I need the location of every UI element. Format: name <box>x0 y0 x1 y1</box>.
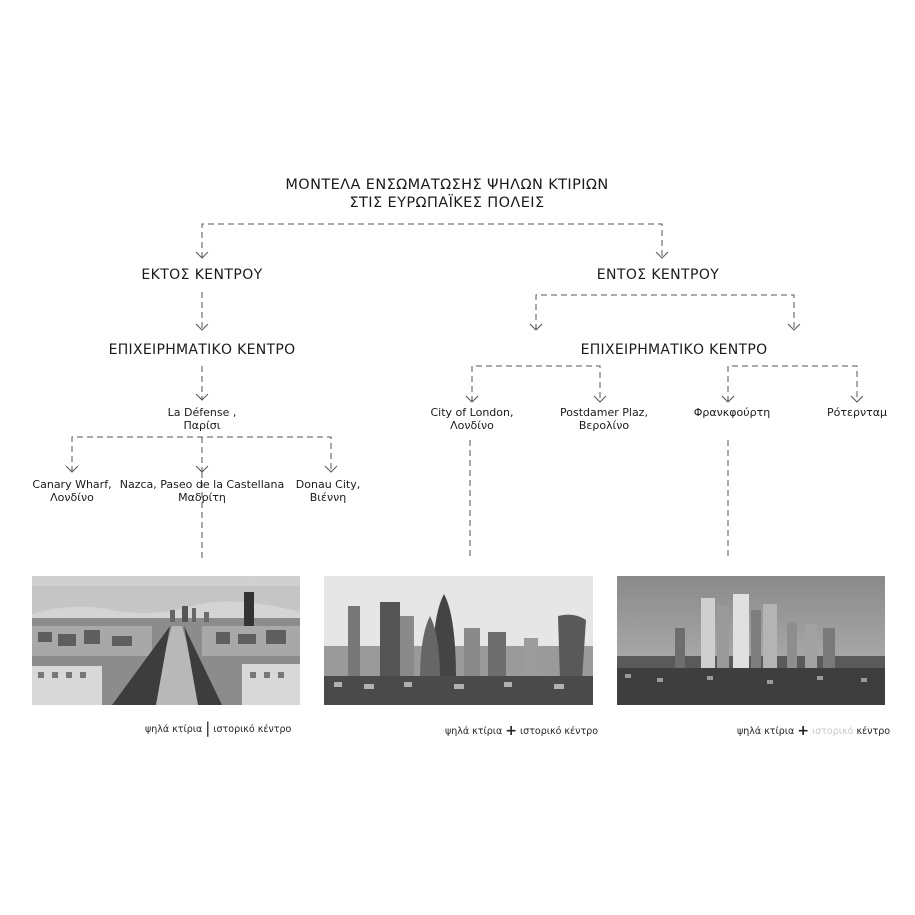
diagram-title: ΜΟΝΤΕΛΑ ΕΝΣΩΜΑΤΩΣΗΣ ΨΗΛΩΝ ΚΤΙΡΙΩΝ ΣΤΙΣ Ε… <box>200 176 694 212</box>
caption-left: ψηλά κτίρια|ιστορικό κέντρο <box>145 723 291 735</box>
caption-historic-center: ιστορικό κέντρο <box>520 726 598 737</box>
connector-ladefense-children <box>72 437 331 472</box>
caption-plus: + <box>505 723 517 739</box>
node-line-1: Canary Wharf, <box>17 478 127 491</box>
connector-inside-left <box>472 366 600 402</box>
node-canary-wharf: Canary Wharf, Λονδίνο <box>17 478 127 504</box>
node-line-2: Βιέννη <box>281 491 375 504</box>
caption-separator: | <box>205 719 210 737</box>
node-city-of-london: City of London, Λονδίνο <box>412 406 532 432</box>
node-line-2: Λονδίνο <box>412 419 532 432</box>
photo-city-of-london <box>324 576 593 705</box>
node-line-1: City of London, <box>412 406 532 419</box>
inside-center-label: ΕΝΤΟΣ ΚΕΝΤΡΟΥ <box>558 267 758 283</box>
inside-business-label: ΕΠΙΧΕΙΡΗΜΑΤΙΚΟ ΚΕΝΤΡΟ <box>544 342 804 358</box>
outside-business-label: ΕΠΙΧΕΙΡΗΜΑΤΙΚΟ ΚΕΝΤΡΟ <box>72 342 332 358</box>
node-line-2: Λονδίνο <box>17 491 127 504</box>
node-line-1: La Défense , <box>132 406 272 419</box>
outside-center-label: ΕΚΤΟΣ ΚΕΝΤΡΟΥ <box>102 267 302 283</box>
title-line-1: ΜΟΝΤΕΛΑ ΕΝΣΩΜΑΤΩΣΗΣ ΨΗΛΩΝ ΚΤΙΡΙΩΝ <box>200 176 694 194</box>
node-line-2: Παρίσι <box>132 419 272 432</box>
caption-middle: ψηλά κτίρια+ιστορικό κέντρο <box>445 723 598 739</box>
connector-inside-right <box>728 366 857 402</box>
caption-historic-faded: ιστορικό <box>812 726 853 737</box>
node-donau-city: Donau City, Βιέννη <box>281 478 375 504</box>
caption-historic-center: ιστορικό κέντρο <box>213 724 291 735</box>
photo-frankfurt <box>617 576 885 705</box>
node-line-1: Φρανκφούρτη <box>672 406 792 419</box>
node-line-1: Donau City, <box>281 478 375 491</box>
title-line-2: ΣΤΙΣ ΕΥΡΩΠΑΪΚΕΣ ΠΟΛΕΙΣ <box>200 194 694 212</box>
node-line-2: Μαδρίτη <box>112 491 292 504</box>
node-potsdamer-platz: Postdamer Plaz, Βερολίνο <box>544 406 664 432</box>
caption-tall-buildings: ψηλά κτίρια <box>145 724 202 735</box>
node-rotterdam: Ρότερνταμ <box>802 406 912 419</box>
caption-right: ψηλά κτίρια+ιστορικό κέντρο <box>737 723 890 739</box>
node-line-1: Nazca, Paseo de la Castellana <box>112 478 292 491</box>
caption-tall-buildings: ψηλά κτίρια <box>737 726 794 737</box>
node-line-1: Ρότερνταμ <box>802 406 912 419</box>
caption-tall-buildings: ψηλά κτίρια <box>445 726 502 737</box>
caption-center: κέντρο <box>856 726 890 737</box>
node-frankfurt: Φρανκφούρτη <box>672 406 792 419</box>
node-line-2: Βερολίνο <box>544 419 664 432</box>
connector-inside <box>536 295 794 330</box>
node-line-1: Postdamer Plaz, <box>544 406 664 419</box>
connector-root <box>202 224 662 258</box>
photo-paris-la-defense <box>32 576 300 705</box>
caption-plus: + <box>797 723 809 739</box>
node-nazca-madrid: Nazca, Paseo de la Castellana Μαδρίτη <box>112 478 292 504</box>
node-la-defense: La Défense , Παρίσι <box>132 406 272 432</box>
